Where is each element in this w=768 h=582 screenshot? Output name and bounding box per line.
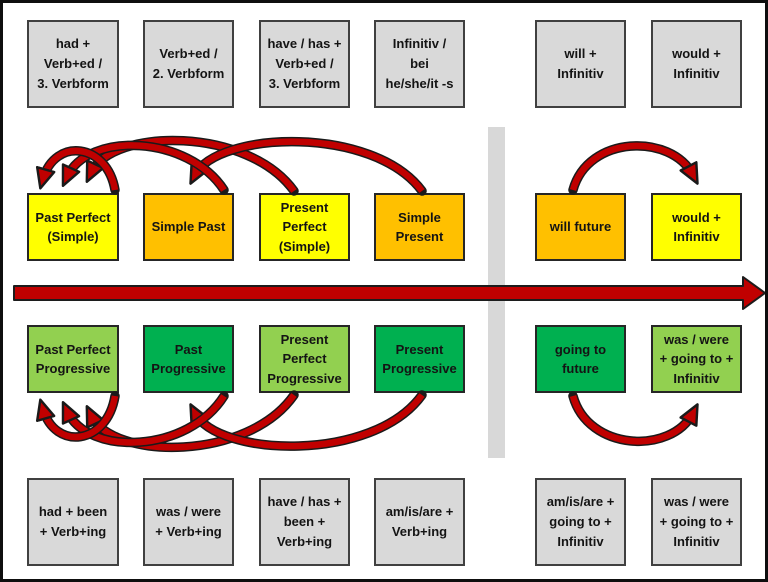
form-box-simple-past: Verb+ed / 2. Verbform bbox=[143, 20, 234, 108]
form-box-present-perfect: have / has + Verb+ed / 3. Verbform bbox=[259, 20, 350, 108]
tense-box-was-were-going-to: was / were + going to + Infinitiv bbox=[651, 325, 742, 393]
form-box-present-perfect-progressive: have / has + been + Verb+ing bbox=[259, 478, 350, 566]
arrow-will-future-to-would bbox=[568, 141, 699, 195]
arrow-past-progressive-to-past-perfect-progressive bbox=[61, 391, 229, 448]
tense-box-would-infinitiv: would + Infinitiv bbox=[651, 193, 742, 261]
form-box-going-to-future: am/is/are + going to + Infinitiv bbox=[535, 478, 626, 566]
timeline-arrow bbox=[13, 276, 765, 310]
form-box-simple-present: Infinitiv / bei he/she/it -s bbox=[374, 20, 465, 108]
arrow-simple-past-to-past-perfect bbox=[61, 140, 229, 195]
arrows-layer bbox=[13, 135, 765, 453]
tense-box-will-future: will future bbox=[535, 193, 626, 261]
form-box-would: would + Infinitiv bbox=[651, 20, 742, 108]
tense-box-past-perfect-progressive: Past Perfect Progressive bbox=[27, 325, 119, 393]
arrow-present-perfect-to-past-perfect bbox=[85, 135, 299, 196]
tense-box-past-progressive: Past Progressive bbox=[143, 325, 234, 393]
arrow-past-perfect-self-loop bbox=[35, 146, 120, 195]
arrow-past-perfect-progressive-self-loop bbox=[35, 391, 120, 442]
form-box-will-future: will + Infinitiv bbox=[535, 20, 626, 108]
arrow-present-perfect-progressive-to-past-perfect-progressive bbox=[85, 390, 299, 453]
tense-box-past-perfect-simple: Past Perfect (Simple) bbox=[27, 193, 119, 261]
form-box-past-perfect: had + Verb+ed / 3. Verbform bbox=[27, 20, 119, 108]
form-box-was-were-going-to: was / were + going to + Infinitiv bbox=[651, 478, 742, 566]
arrow-simple-present-to-simple-past bbox=[189, 136, 427, 196]
arrow-present-progressive-to-past-progressive bbox=[189, 390, 427, 451]
arrow-going-to-future-to-was-were-going-to bbox=[568, 391, 699, 447]
tense-box-simple-past: Simple Past bbox=[143, 193, 234, 261]
form-box-present-progressive: am/is/are + Verb+ing bbox=[374, 478, 465, 566]
tense-box-present-perfect-simple: Present Perfect (Simple) bbox=[259, 193, 350, 261]
form-box-past-perfect-progressive: had + been + Verb+ing bbox=[27, 478, 119, 566]
tense-box-present-perfect-progressive: Present Perfect Progressive bbox=[259, 325, 350, 393]
form-box-past-progressive: was / were + Verb+ing bbox=[143, 478, 234, 566]
tense-box-going-to-future: going to future bbox=[535, 325, 626, 393]
